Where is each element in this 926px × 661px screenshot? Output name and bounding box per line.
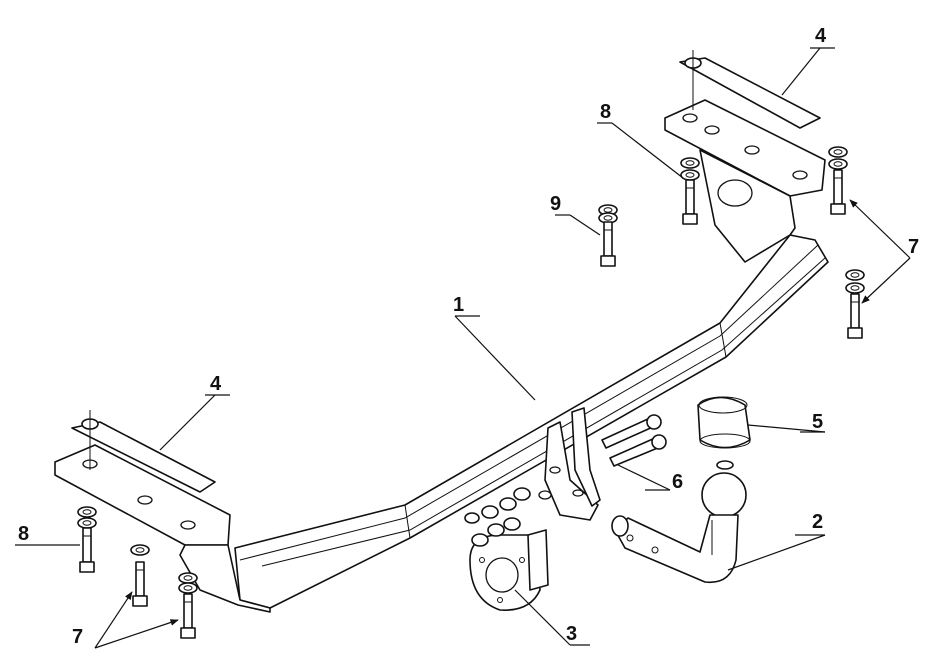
ball-cover (697, 396, 751, 470)
callout-7-left: 7 (72, 626, 83, 648)
callout-4-left: 4 (210, 373, 222, 395)
callout-6: 6 (672, 471, 683, 493)
callout-8-right: 8 (600, 101, 611, 123)
nuts-and-washers (464, 487, 552, 547)
center-bolts (601, 414, 667, 467)
callout-9: 9 (550, 193, 561, 215)
ball-neck (611, 472, 747, 584)
callout-3: 3 (566, 623, 577, 645)
callout-4-right: 4 (815, 25, 827, 47)
callout-8-left: 8 (18, 523, 29, 545)
leader-lines (15, 47, 911, 649)
callout-7-right: 7 (908, 236, 919, 258)
callout-1: 1 (453, 294, 464, 316)
callout-2: 2 (812, 511, 823, 533)
bracket-right (664, 50, 826, 263)
bracket-left (54, 410, 271, 613)
callout-5: 5 (812, 411, 823, 433)
ball-mount-bracket (544, 407, 601, 521)
socket-plate (469, 529, 549, 611)
